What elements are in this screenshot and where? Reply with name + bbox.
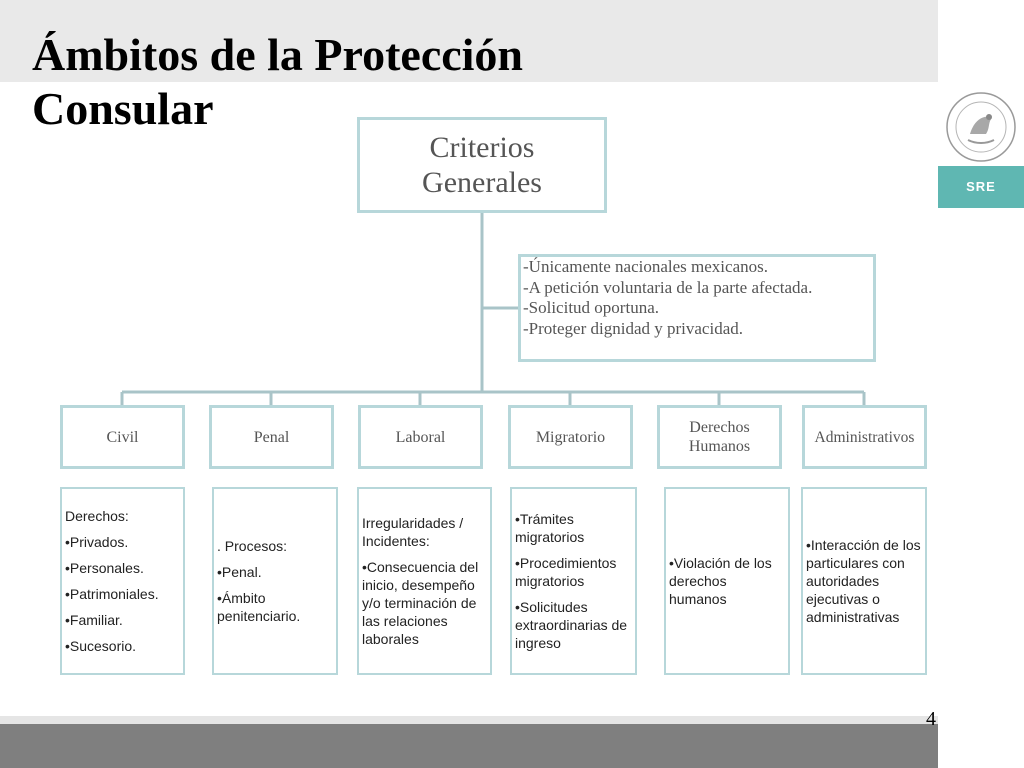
criteria-item: -Únicamente nacionales mexicanos. — [523, 257, 768, 276]
category-box-civil: Civil — [60, 405, 185, 469]
root-label-line-1: Criterios — [429, 131, 535, 164]
page-number: 4 — [926, 708, 936, 730]
detail-item: •Sucesorio. — [65, 638, 137, 654]
title-line-2: Consular — [32, 83, 214, 134]
detail-item: Derechos: — [65, 508, 129, 524]
detail-item: •Interacción de los particulares con aut… — [806, 537, 921, 625]
detail-item: •Personales. — [65, 560, 144, 576]
detail-item: •Violación de los derechos humanos — [669, 555, 772, 607]
category-box-administrativos: Administrativos — [802, 405, 927, 469]
title-band — [0, 0, 938, 82]
detail-item: •Ámbito penitenciario. — [217, 590, 301, 624]
detail-item: Irregularidades / Incidentes: — [362, 515, 464, 549]
criteria-item: -Solicitud oportuna. — [523, 298, 659, 317]
criteria-item: -Proteger dignidad y privacidad. — [523, 318, 743, 338]
slide-title: Ámbitos de la Protección Consular — [32, 28, 523, 136]
category-label-derechos-humanos: Derechos Humanos — [688, 419, 751, 455]
sre-logo: SRE — [938, 166, 1024, 208]
detail-item: •Privados. — [65, 534, 129, 550]
category-box-derechos-humanos: Derechos Humanos — [657, 405, 782, 469]
criteria-box: -Únicamente nacionales mexicanos. -A pet… — [518, 254, 876, 362]
footer-bar — [0, 724, 938, 768]
mexican-coat-of-arms-icon — [946, 92, 1016, 162]
detail-item: . Procesos: — [217, 538, 288, 554]
detail-item: •Consecuencia del inicio, desempeño y/o … — [362, 559, 479, 647]
detail-box-penal: . Procesos: •Penal. •Ámbito penitenciari… — [212, 487, 338, 675]
detail-item: •Trámites migratorios — [515, 511, 585, 545]
detail-box-laboral: Irregularidades / Incidentes: •Consecuen… — [357, 487, 492, 675]
detail-box-civil: Derechos: •Privados. •Personales. •Patri… — [60, 487, 185, 675]
detail-box-administrativos: •Interacción de los particulares con aut… — [801, 487, 927, 675]
root-label-line-2: Generales — [422, 166, 542, 199]
detail-box-derechos-humanos: •Violación de los derechos humanos — [664, 487, 790, 675]
criteria-item: -A petición voluntaria de la parte afect… — [523, 277, 813, 297]
detail-box-migratorio: •Trámites migratorios •Procedimientos mi… — [510, 487, 637, 675]
footer-light-strip — [0, 716, 938, 724]
detail-item: •Familiar. — [65, 612, 123, 628]
title-line-1: Ámbitos de la Protección — [32, 29, 524, 80]
detail-item: •Procedimientos migratorios — [515, 555, 617, 589]
detail-item: •Solicitudes extraordinarias de ingreso — [515, 599, 628, 651]
category-box-penal: Penal — [209, 405, 334, 469]
root-box-criterios-generales: Criterios Generales — [357, 117, 607, 213]
detail-item: •Patrimoniales. — [65, 586, 159, 602]
detail-item: •Penal. — [217, 564, 262, 580]
category-box-laboral: Laboral — [358, 405, 483, 469]
category-box-migratorio: Migratorio — [508, 405, 633, 469]
